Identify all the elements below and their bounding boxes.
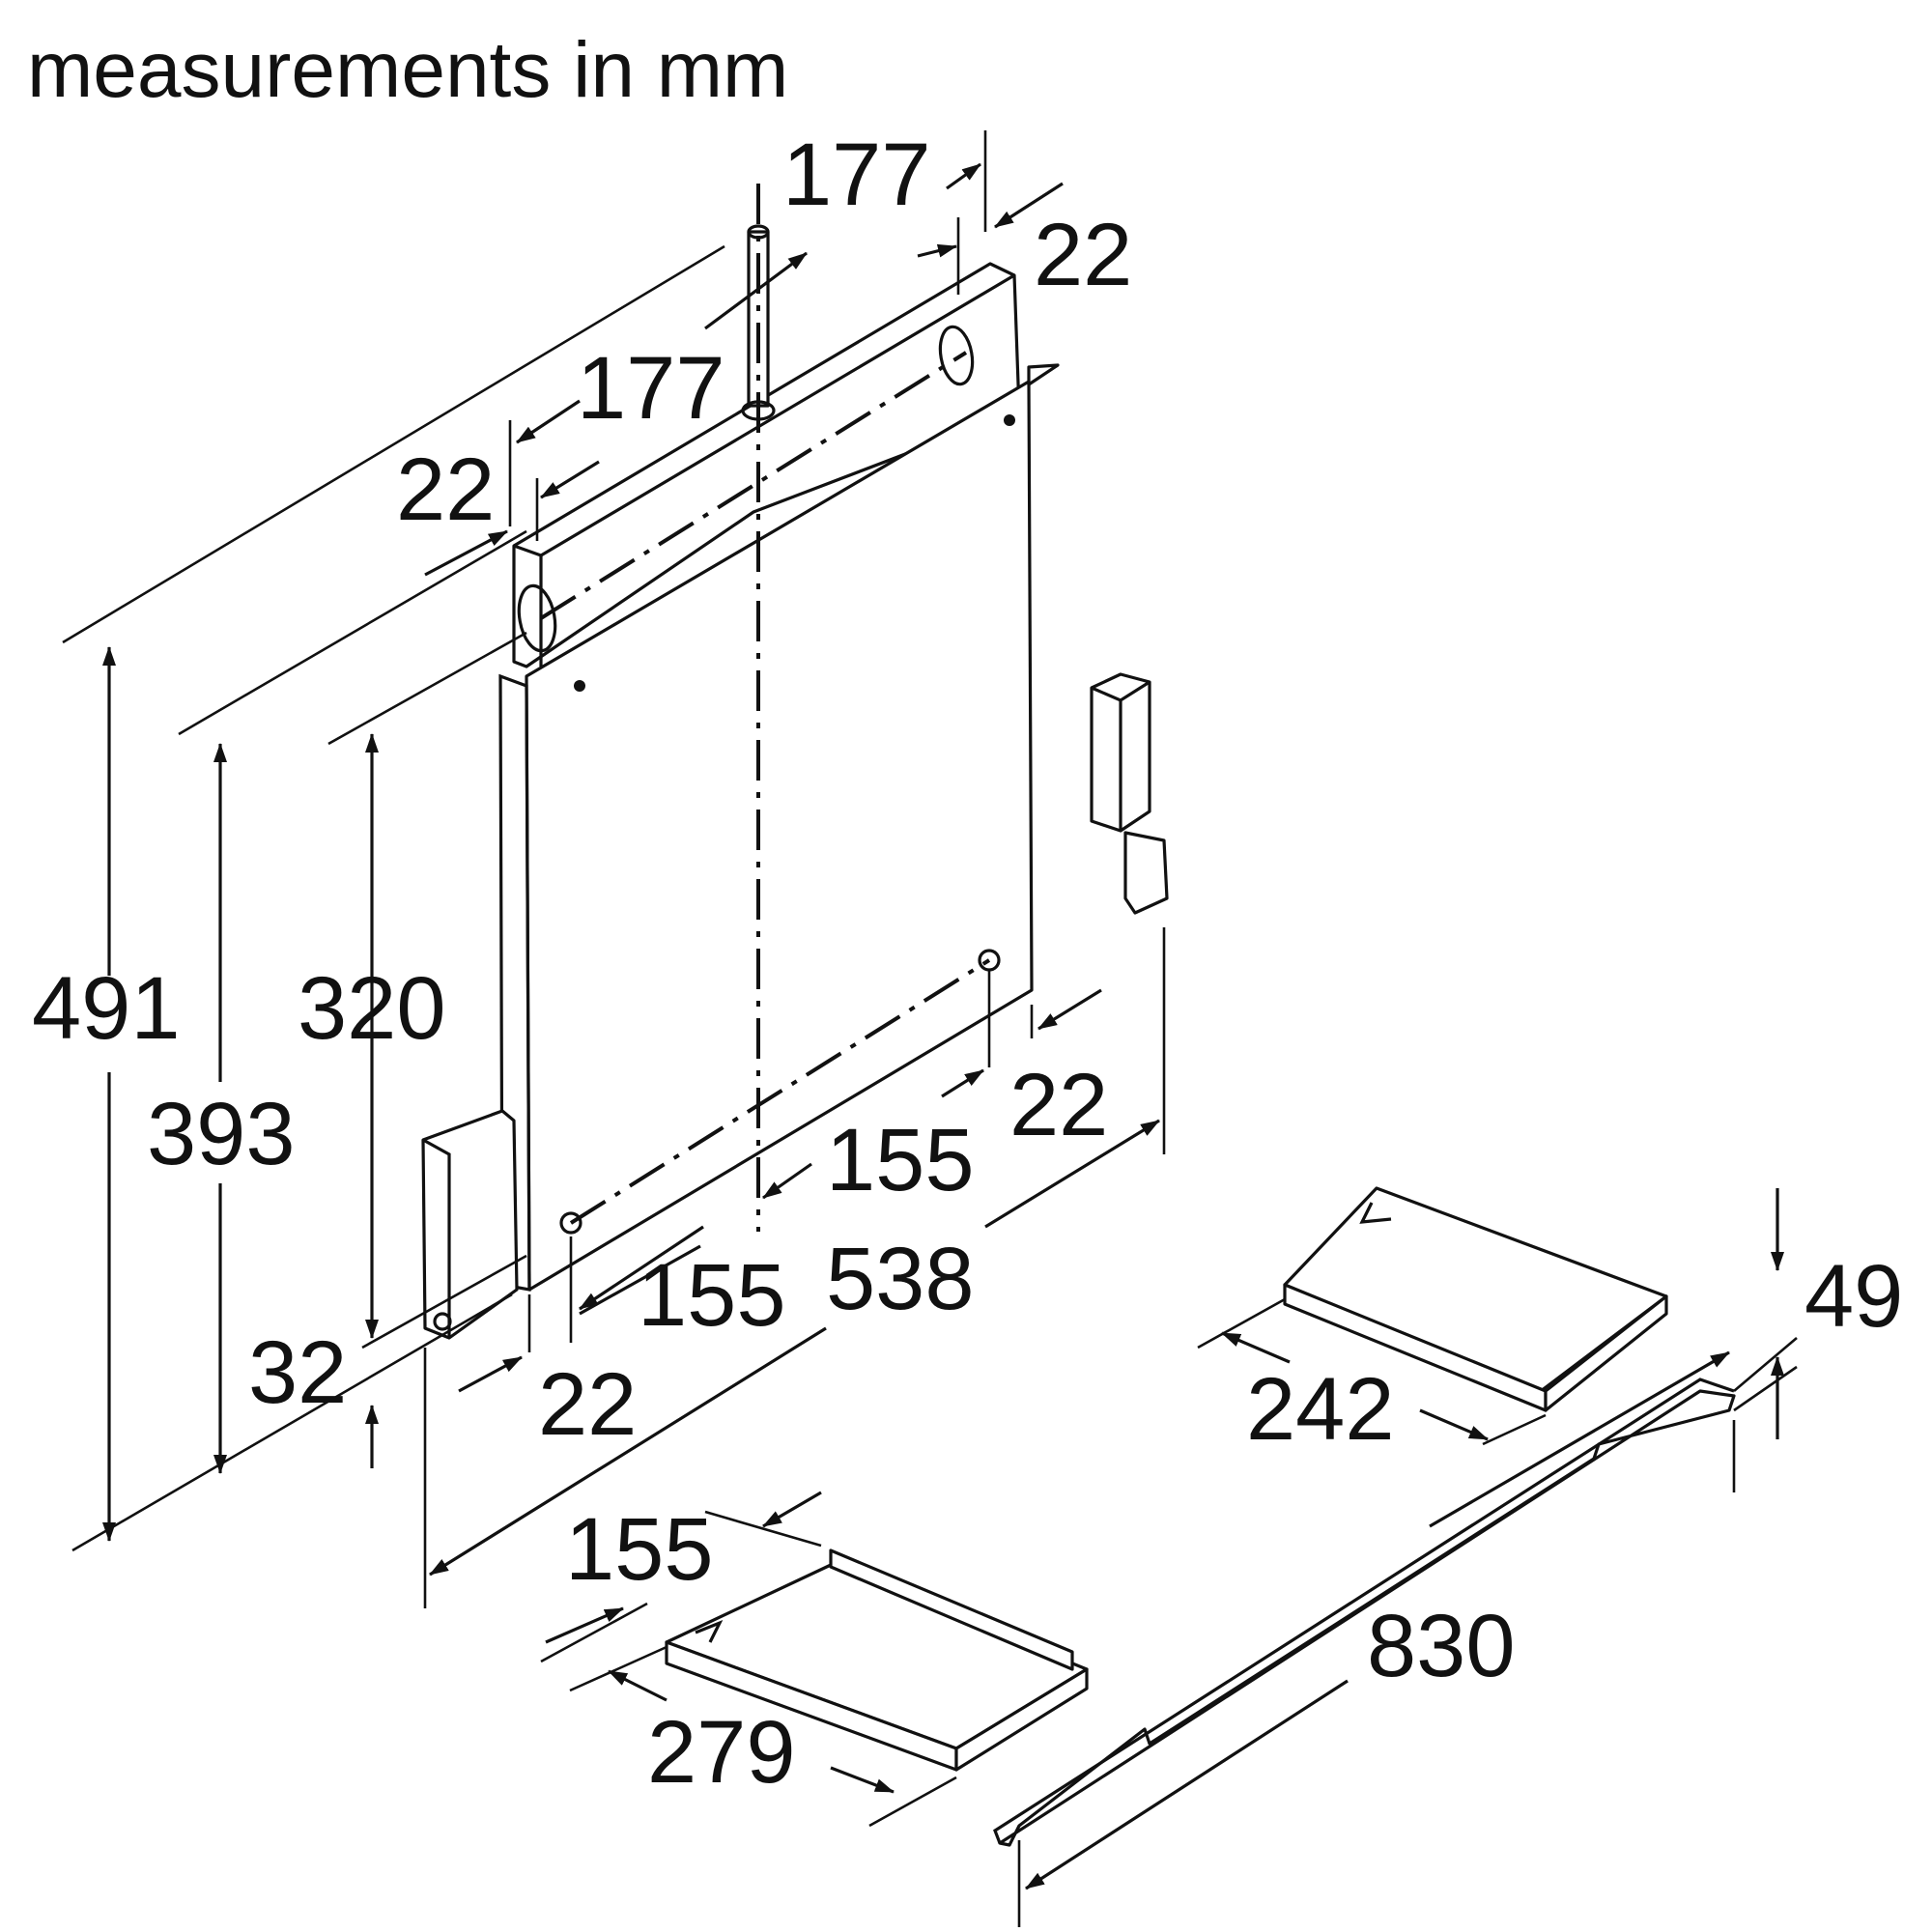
dim-22-top-left: 22 [396,440,495,539]
measurements-heading: measurements in mm [27,26,788,114]
mount-hole-icon [559,1211,582,1235]
dim-22-bottom-right: 22 [1009,1056,1108,1154]
right-outlet-icon [938,325,975,386]
screw-icon [574,680,585,692]
lower-shelf [665,1548,1089,1772]
dim-22-top-right: 22 [1034,206,1132,304]
dim-242: 242 [1246,1360,1395,1459]
top-channel [512,262,1021,668]
dim-32: 32 [248,1323,347,1422]
dim-22-bottom-left: 22 [538,1355,637,1454]
mount-hole-icon [978,949,1001,972]
dim-279: 279 [647,1703,796,1802]
dim-538: 538 [826,1230,975,1328]
left-bracket [421,1109,519,1340]
dim-155-shelf: 155 [565,1500,714,1599]
vertical-pipe [747,230,770,408]
dimension-lines [62,130,1798,1927]
dim-155-rear: 155 [826,1111,975,1209]
dim-830: 830 [1367,1597,1516,1695]
dim-491: 491 [32,959,181,1058]
top-lip [1027,363,1060,386]
bottom-rail [993,1378,1736,1847]
dim-177-top: 177 [782,126,931,224]
dim-393: 393 [147,1085,296,1183]
screw-icon [1004,414,1015,426]
top-centerline [539,351,968,620]
bottom-centerline [569,958,991,1225]
dim-177-left: 177 [577,339,725,438]
upper-shelf [1283,1186,1668,1412]
dim-320: 320 [298,959,446,1058]
dim-49: 49 [1804,1247,1903,1346]
main-housing [421,184,1169,1340]
dim-155-front: 155 [638,1246,786,1345]
bracket-hole-icon [433,1312,452,1331]
left-outlet-icon [517,583,557,653]
